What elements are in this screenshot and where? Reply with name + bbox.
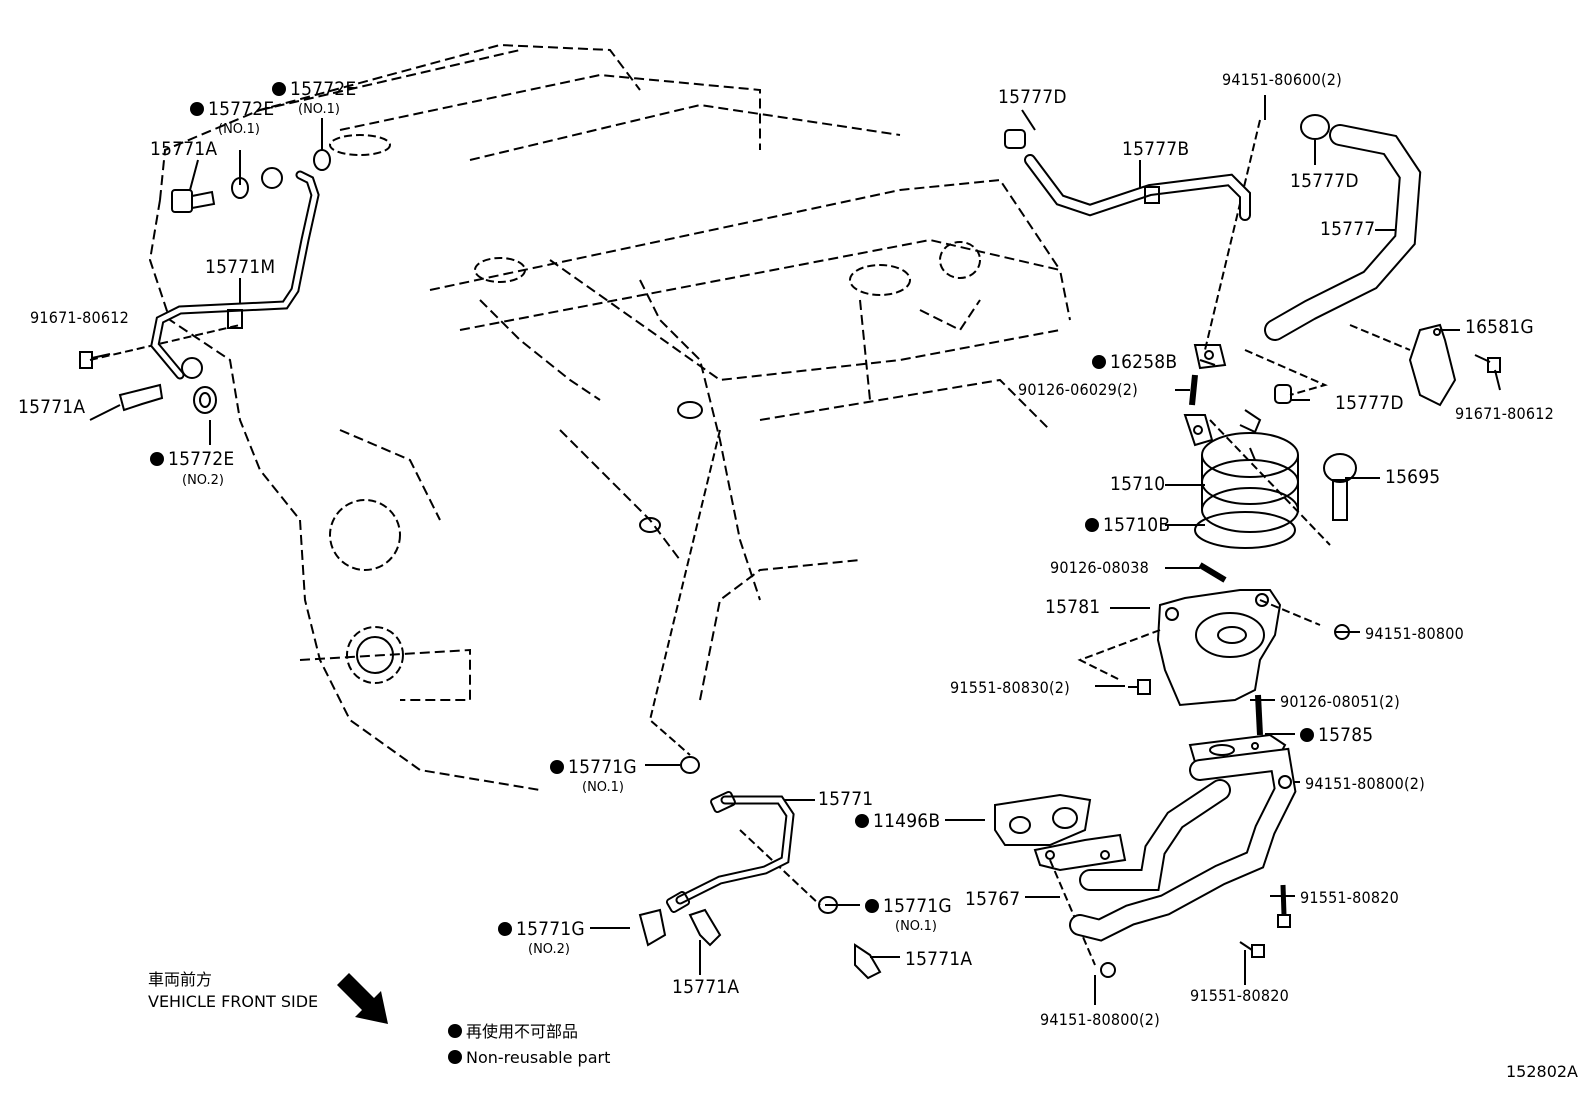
label-90126-06029: 90126-06029(2) [1018,380,1138,399]
gasket-15771g-mid [818,896,838,914]
label-15772e-top: 15772E [272,80,356,99]
label-91551-80830: 91551-80830(2) [950,678,1070,697]
leader-dashed [89,119,1411,966]
label-15771a-top: 15771A [150,138,218,160]
bolt-15771a-top [171,189,216,213]
stud-90126-08051 [1255,694,1263,736]
sub-no1-a: (NO.1) [298,102,340,117]
front-arrow [337,973,388,1024]
bolt-91551-80820-b [1239,941,1265,958]
engine-features [329,134,981,684]
label-15767: 15767 [965,888,1021,910]
label-15771: 15771 [818,788,874,810]
label-15772e-mid: 15772E [190,100,274,119]
pipe-15771 [665,790,795,913]
label-15695: 15695 [1385,466,1441,488]
bracket-16581g [1408,323,1457,407]
filter-15710 [1183,409,1299,533]
gasket-15771g-top [680,756,700,774]
label-15777d-mid: 15777D [1335,392,1404,414]
label-16581g: 16581G [1465,316,1534,338]
label-91671-left: 91671-80612 [30,308,129,327]
hose-15777 [1264,114,1422,341]
label-15777d-top: 15777D [998,86,1067,108]
bolt-91551-80830 [1128,679,1151,695]
label-94151-80800-c: 94151-80800(2) [1040,1010,1160,1029]
label-11496b: 11496B [855,812,940,831]
bolt-15771a-bot2 [854,943,882,980]
label-90126-08038: 90126-08038 [1050,558,1149,577]
bolt-91671-left [79,351,111,369]
front-side-label-en: VEHICLE FRONT SIDE [148,992,319,1011]
engine-outline [148,43,1071,791]
label-91671-right: 91671-80612 [1455,404,1554,423]
label-91551-80820-a: 91551-80820 [1300,888,1399,907]
front-side-label-jp: 車両前方 [148,970,213,989]
legend-jp: 再使用不可部品 [448,1024,578,1040]
label-15771a-bot2: 15771A [905,948,973,970]
sub-no2-b: (NO.2) [528,942,570,957]
label-15772e-bot: 15772E [150,450,234,469]
label-90126-08051: 90126-08051(2) [1280,692,1400,711]
label-16258b: 16258B [1092,353,1177,372]
bolt-15771a-bot1 [688,908,722,947]
sub-no2-a: (NO.2) [182,473,224,488]
bolt-15695 [1323,453,1357,521]
bolt-15771a-left [118,383,164,412]
label-15777b: 15777B [1122,138,1190,160]
pipe-15767 [1033,747,1297,942]
label-94151-80800-a: 94151-80800 [1365,624,1464,643]
label-15771a-left: 15771A [18,396,86,418]
label-15785: 15785 [1300,726,1373,745]
gasket-11496b [994,793,1092,846]
label-15777d-right: 15777D [1290,170,1359,192]
label-91551-80820-b: 91551-80820 [1190,986,1289,1005]
gasket-15772e-top [313,149,331,171]
diagram-code: 152802A [1505,1062,1578,1081]
label-15710b: 15710B [1085,516,1170,535]
gasket-15771g-bot [638,908,667,947]
parts [79,114,1501,980]
gasket-15772e-mid [231,177,249,199]
sub-no1-c: (NO.1) [582,780,624,795]
gasket-16258b [1193,344,1227,370]
label-15771g-bot: 15771G [498,920,585,939]
sub-no1-b: (NO.1) [218,122,260,137]
nut-94151-80800-c [1100,962,1116,978]
bolt-91551-80820-a [1277,884,1291,928]
stud-90126-08038 [1198,562,1227,583]
label-15777: 15777 [1320,218,1376,240]
label-94151-80800-b: 94151-80800(2) [1305,774,1425,793]
label-15771a-bot1: 15771A [672,976,740,998]
pipe-15771m [150,167,320,380]
label-94151-80600: 94151-80600(2) [1222,70,1342,89]
oring-15710b [1194,511,1296,549]
label-15771g-top: 15771G [550,758,637,777]
gasket-15772e-bot [193,386,217,414]
label-15710: 15710 [1110,473,1166,495]
nut-94151-80800-a [1334,624,1350,640]
label-15771m: 15771M [205,256,276,278]
bolt-91671-right [1474,354,1501,373]
nut-94151-80800-b [1278,775,1292,789]
clamp-15777d-mid [1274,384,1292,404]
stud-90126-06029 [1189,374,1198,406]
legend-en: Non-reusable part [448,1050,610,1066]
label-15771g-mid: 15771G [865,897,952,916]
sub-no1-d: (NO.1) [895,919,937,934]
hose-15777b [1004,129,1251,221]
label-15781: 15781 [1045,596,1101,618]
housing-15781 [1156,589,1282,707]
